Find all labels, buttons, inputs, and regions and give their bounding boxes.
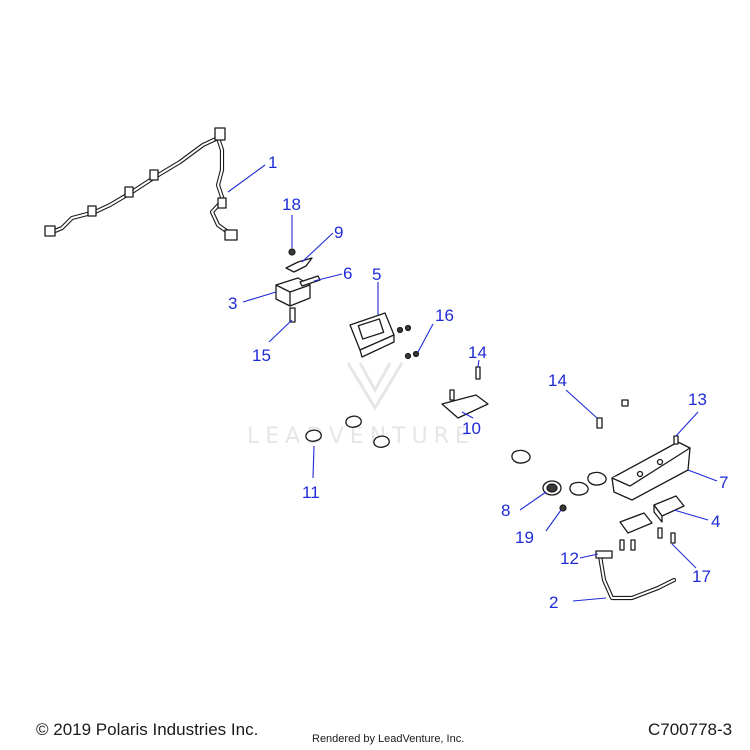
seal-part bbox=[511, 449, 607, 496]
callout-5: 5 bbox=[372, 265, 381, 284]
screw-part bbox=[288, 248, 296, 256]
callout-14b: 14 bbox=[548, 371, 567, 390]
copyright-notice: © 2019 Polaris Industries Inc. bbox=[36, 720, 259, 739]
bolt-small-part bbox=[449, 389, 455, 401]
bolt-17-part bbox=[619, 527, 676, 551]
callout-16: 16 bbox=[435, 306, 454, 325]
bolt-14a-part bbox=[475, 366, 481, 380]
callout-19: 19 bbox=[515, 528, 534, 547]
callout-13: 13 bbox=[688, 390, 707, 409]
callout-labels: 1 2 3 4 5 6 7 8 9 10 11 12 13 14 14 15 1… bbox=[228, 153, 728, 612]
callout-8: 8 bbox=[501, 501, 510, 520]
callout-4: 4 bbox=[711, 512, 720, 531]
bolt-small-part bbox=[621, 399, 629, 407]
relay-module-part bbox=[619, 495, 685, 534]
callout-2: 2 bbox=[549, 593, 558, 612]
callout-9: 9 bbox=[334, 223, 343, 242]
nut-part bbox=[396, 324, 420, 360]
callout-18: 18 bbox=[282, 195, 301, 214]
leadventure-watermark: LEADVENTURE bbox=[247, 362, 475, 449]
bolt-13-part bbox=[673, 435, 679, 445]
plug-part bbox=[559, 504, 567, 512]
callout-15: 15 bbox=[252, 346, 271, 365]
pin-part bbox=[289, 307, 296, 323]
callout-10: 10 bbox=[462, 419, 481, 438]
ring-grommet-part bbox=[542, 480, 562, 496]
mounting-bracket-part bbox=[611, 441, 691, 501]
callout-leaders bbox=[227, 164, 718, 602]
callout-6: 6 bbox=[343, 264, 352, 283]
clip-part bbox=[285, 257, 313, 273]
control-module-part bbox=[349, 312, 395, 358]
sensor-cable-part bbox=[595, 550, 677, 601]
callout-3: 3 bbox=[228, 294, 237, 313]
callout-14a: 14 bbox=[468, 343, 487, 362]
plate-part bbox=[441, 394, 489, 419]
diagram-part-number: C700778-3 bbox=[648, 720, 733, 739]
callout-11: 11 bbox=[302, 483, 320, 502]
callout-1: 1 bbox=[268, 153, 277, 172]
callout-17: 17 bbox=[692, 567, 711, 586]
grommet-part bbox=[305, 415, 390, 448]
rendered-by-note: Rendered by LeadVenture, Inc. bbox=[312, 733, 465, 745]
watermark-text: LEADVENTURE bbox=[247, 424, 475, 449]
callout-7: 7 bbox=[719, 473, 728, 492]
wire-harness-part bbox=[44, 127, 238, 241]
callout-12: 12 bbox=[560, 549, 579, 568]
bolt-14b-part bbox=[596, 417, 603, 429]
